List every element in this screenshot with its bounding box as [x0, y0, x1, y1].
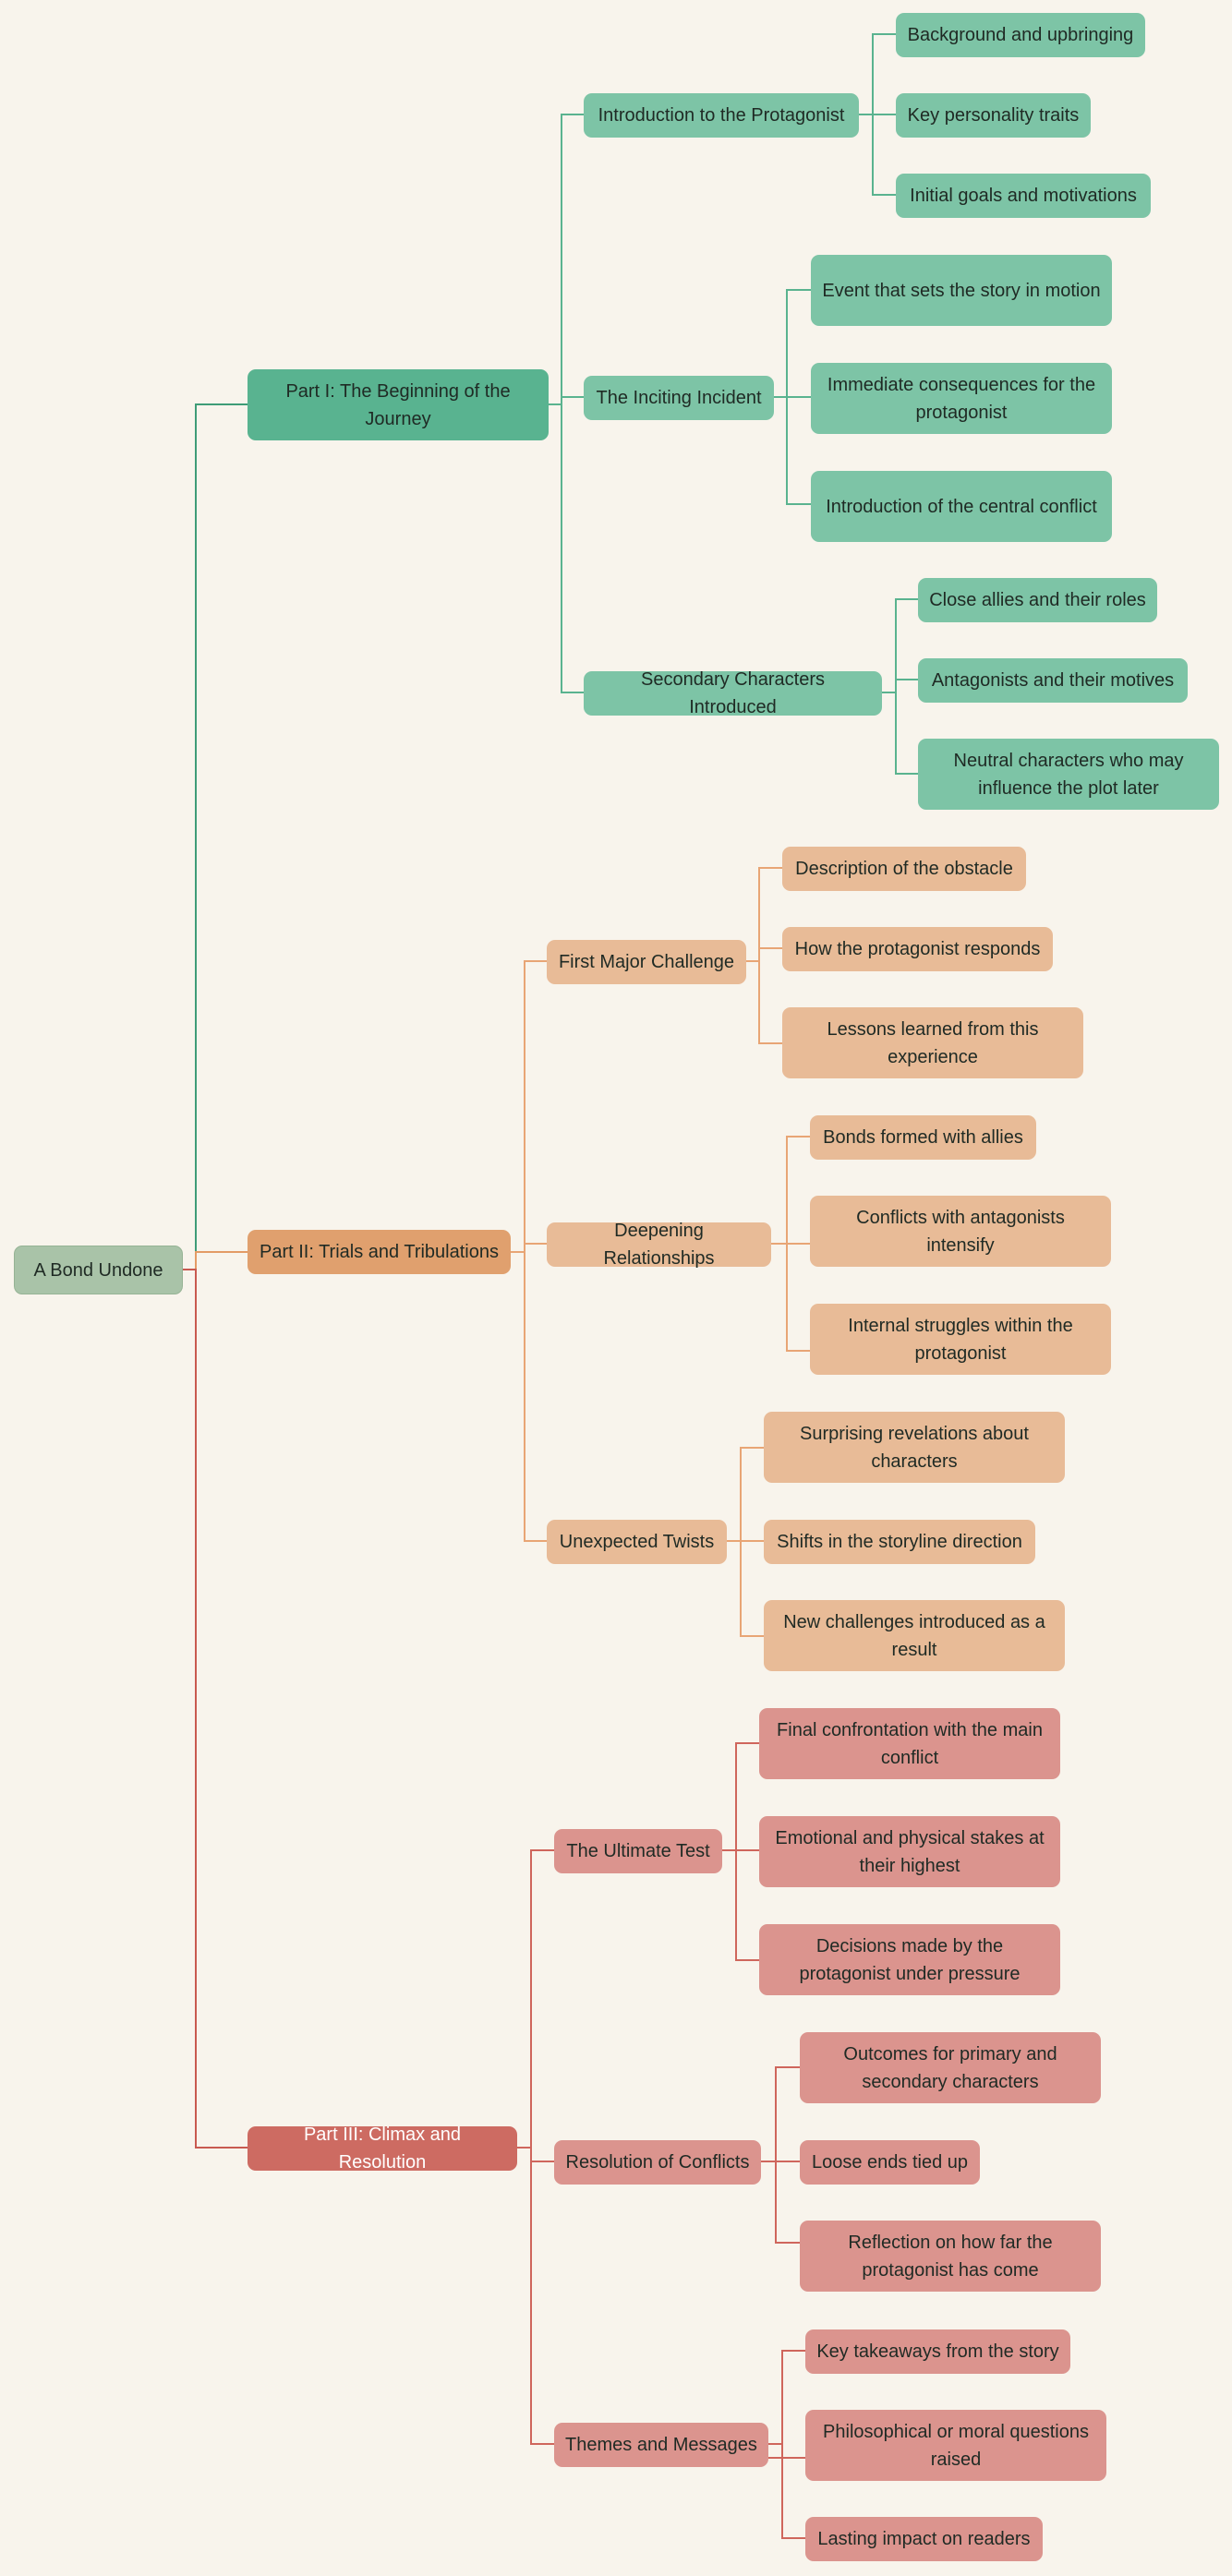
part1-item-consequences[interactable]: Immediate consequences for the protagoni…	[811, 363, 1112, 434]
link-p3-s1	[517, 1849, 554, 2149]
part3-item-questions[interactable]: Philosophical or moral questions raised	[805, 2410, 1106, 2481]
part1-section-protagonist[interactable]: Introduction to the Protagonist	[584, 93, 859, 138]
link-p1s3-items	[882, 598, 918, 775]
part1-item-allies[interactable]: Close allies and their roles	[918, 578, 1157, 622]
part3-section-resolution[interactable]: Resolution of Conflicts	[554, 2140, 761, 2185]
link-root-part3	[183, 1269, 248, 2149]
link-p3s2-items	[761, 2066, 800, 2244]
part1-item-personality[interactable]: Key personality traits	[896, 93, 1091, 138]
root-node[interactable]: A Bond Undone	[14, 1246, 183, 1294]
part2-section-relationships[interactable]: Deepening Relationships	[547, 1221, 771, 1269]
link-p1s1-items	[859, 33, 896, 196]
part2-item-bonds[interactable]: Bonds formed with allies	[810, 1115, 1036, 1160]
link-p3s3-items	[768, 2350, 805, 2539]
link-p2s2-items	[771, 1136, 810, 1352]
part3-item-stakes[interactable]: Emotional and physical stakes at their h…	[759, 1816, 1060, 1887]
link-root-part1	[183, 403, 248, 1270]
part1-item-conflict[interactable]: Introduction of the central conflict	[811, 471, 1112, 542]
link-p1-s3	[549, 403, 584, 693]
part2-node[interactable]: Part II: Trials and Tribulations	[248, 1230, 511, 1274]
part2-item-conflicts[interactable]: Conflicts with antagonists intensify	[810, 1196, 1111, 1267]
part1-item-background[interactable]: Background and upbringing	[896, 13, 1145, 57]
part1-section-secondary[interactable]: Secondary Characters Introduced	[584, 669, 882, 717]
link-root-part2	[183, 1251, 248, 1270]
link-p2s1-items	[746, 867, 782, 1044]
part3-item-decisions[interactable]: Decisions made by the protagonist under …	[759, 1924, 1060, 1995]
part3-item-reflection[interactable]: Reflection on how far the protagonist ha…	[800, 2221, 1101, 2292]
part1-item-antagonists[interactable]: Antagonists and their motives	[918, 658, 1188, 703]
part1-section-inciting[interactable]: The Inciting Incident	[584, 376, 774, 420]
part3-item-loose-ends[interactable]: Loose ends tied up	[800, 2140, 980, 2185]
part1-item-neutral[interactable]: Neutral characters who may influence the…	[918, 739, 1219, 810]
part2-item-shifts[interactable]: Shifts in the storyline direction	[764, 1520, 1035, 1564]
part3-node[interactable]: Part III: Climax and Resolution	[248, 2125, 517, 2173]
part2-section-challenge[interactable]: First Major Challenge	[547, 940, 746, 984]
part3-item-confrontation[interactable]: Final confrontation with the main confli…	[759, 1708, 1060, 1779]
link-p2-s3	[511, 1251, 547, 1542]
part2-section-twists[interactable]: Unexpected Twists	[547, 1520, 727, 1564]
part3-section-themes[interactable]: Themes and Messages	[554, 2423, 768, 2467]
link-p1-s1	[549, 114, 584, 405]
link-p1-s2	[549, 396, 584, 405]
part2-item-obstacle[interactable]: Description of the obstacle	[782, 847, 1026, 891]
part3-section-ultimate-test[interactable]: The Ultimate Test	[554, 1829, 722, 1873]
link-p3-s3	[517, 2147, 554, 2445]
part1-item-event[interactable]: Event that sets the story in motion	[811, 255, 1112, 326]
link-p2-s1	[511, 960, 547, 1253]
part1-item-goals[interactable]: Initial goals and motivations	[896, 174, 1151, 218]
part1-node[interactable]: Part I: The Beginning of the Journey	[248, 369, 549, 440]
link-p2s3-items	[727, 1447, 764, 1637]
part2-item-new-challenges[interactable]: New challenges introduced as a result	[764, 1600, 1065, 1671]
part2-item-internal[interactable]: Internal struggles within the protagonis…	[810, 1304, 1111, 1375]
part3-item-outcomes[interactable]: Outcomes for primary and secondary chara…	[800, 2032, 1101, 2103]
link-p2-s2	[511, 1243, 547, 1253]
link-p3-s2	[517, 2147, 554, 2162]
part2-item-revelations[interactable]: Surprising revelations about characters	[764, 1412, 1065, 1483]
part3-item-takeaways[interactable]: Key takeaways from the story	[805, 2329, 1070, 2374]
part3-item-impact[interactable]: Lasting impact on readers	[805, 2517, 1043, 2561]
part2-item-lessons[interactable]: Lessons learned from this experience	[782, 1007, 1083, 1078]
part2-item-responds[interactable]: How the protagonist responds	[782, 927, 1053, 971]
link-p1s2-items	[774, 289, 811, 505]
link-p3s1-items	[722, 1742, 759, 1961]
